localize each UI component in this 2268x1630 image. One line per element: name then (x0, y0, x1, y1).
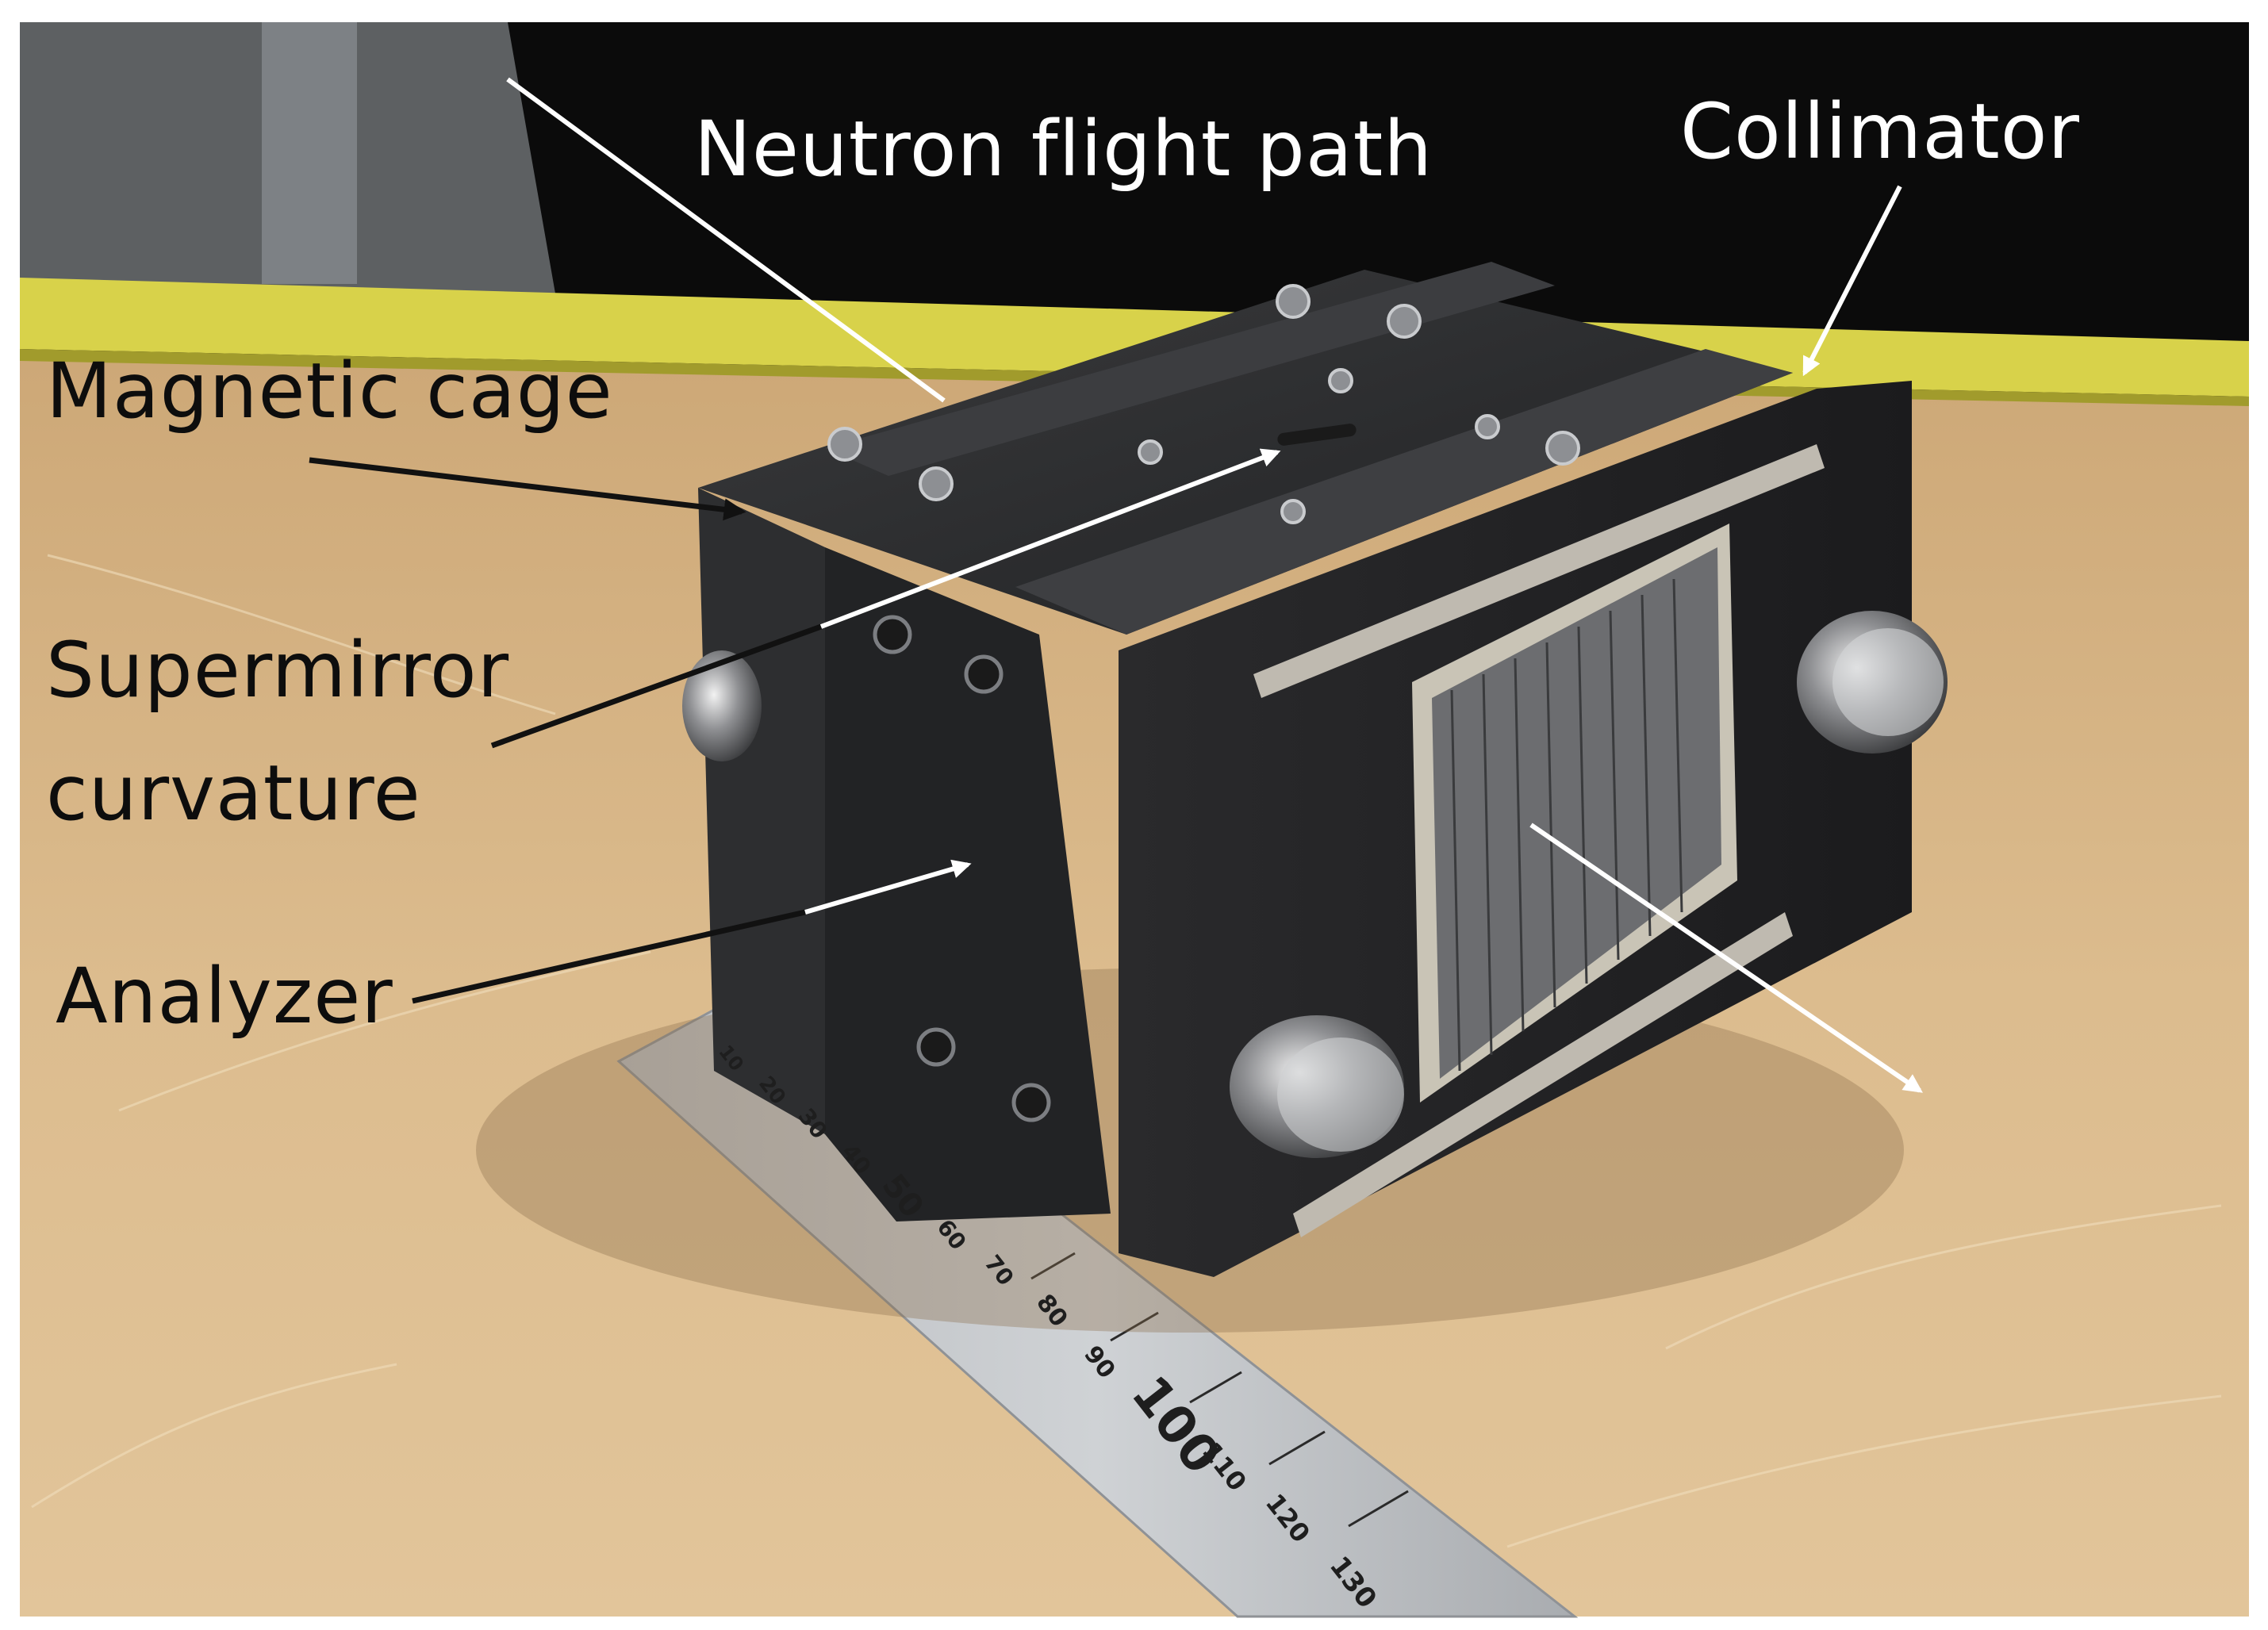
label-neutron-flight-path: Neutron flight path (694, 105, 1433, 194)
label-supermirror: Supermirror (46, 626, 510, 715)
label-collimator: Collimator (1680, 87, 2080, 176)
label-analyzer: Analyzer (56, 952, 393, 1041)
label-magnetic-cage: Magnetic cage (46, 347, 613, 435)
label-curvature: curvature (46, 749, 421, 838)
